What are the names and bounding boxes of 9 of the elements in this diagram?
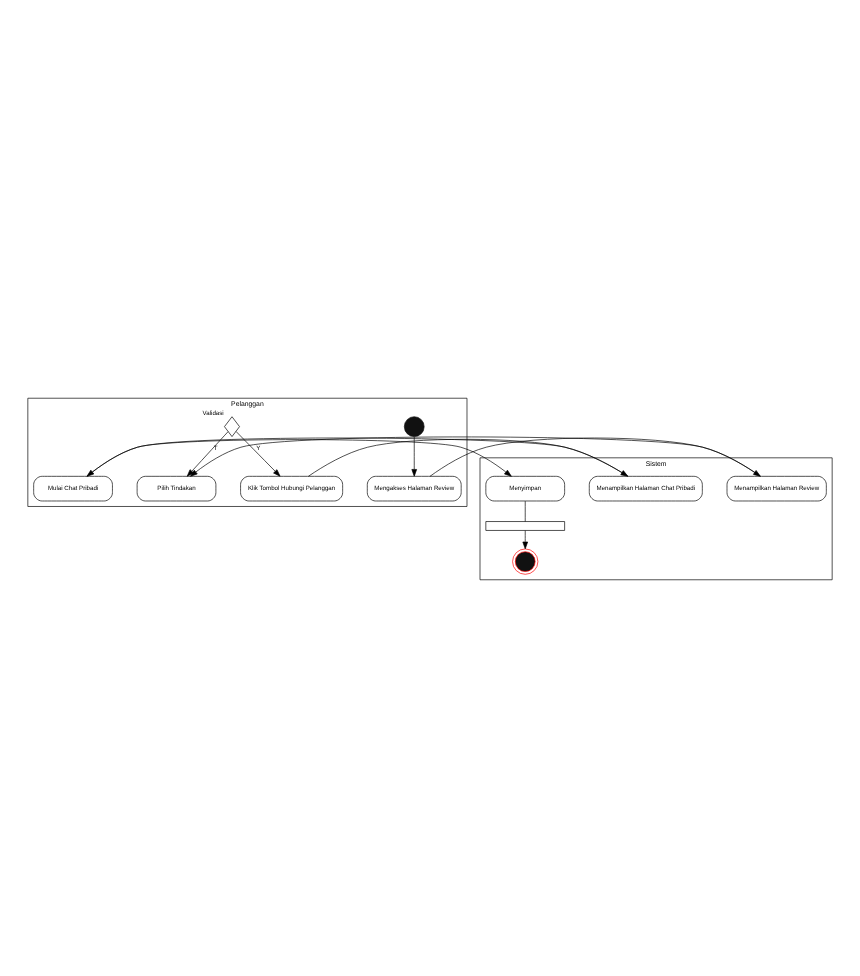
arrow [86,438,512,476]
arrow [186,430,229,476]
arrow [522,529,528,549]
node-bar [485,520,565,530]
arrow [411,435,417,476]
node-circle [403,415,425,436]
connector [524,499,526,521]
node-diamond [224,415,240,436]
arrow [235,430,281,476]
